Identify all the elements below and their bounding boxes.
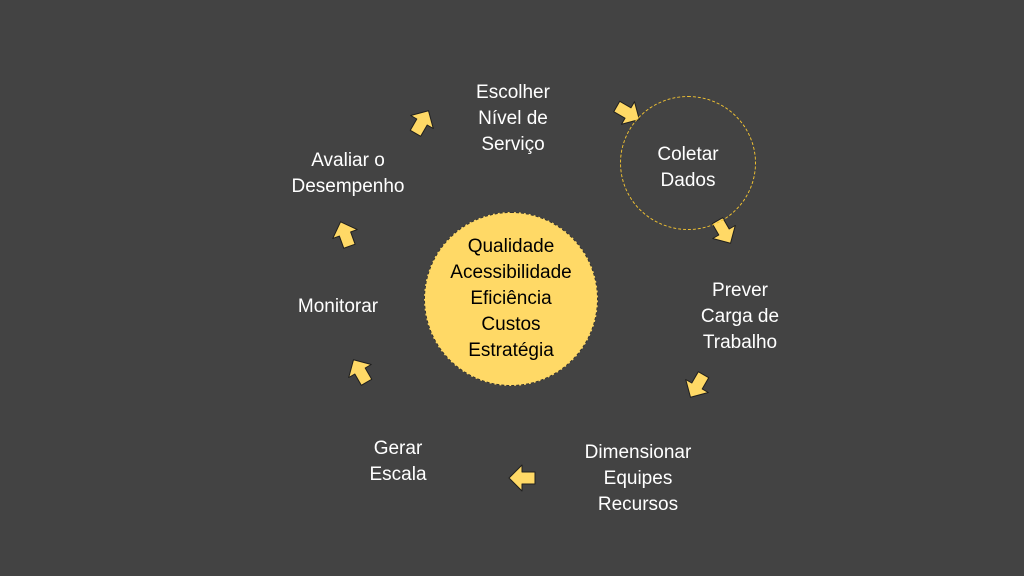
arrow-icon	[685, 371, 710, 398]
center-line: Eficiência	[470, 288, 552, 309]
arrow-icon	[711, 217, 736, 244]
center-line: Qualidade	[467, 236, 555, 257]
node-label: Trabalho	[702, 332, 778, 353]
arrow-icon	[613, 100, 640, 125]
node-label: Monitorar	[297, 296, 379, 317]
node-label: Carga de	[700, 306, 780, 327]
node-label: Recursos	[597, 494, 679, 515]
node-label: Nível de	[478, 108, 548, 129]
node-avaliar: Avaliar o Desempenho	[278, 148, 418, 200]
arrow-icon	[332, 221, 358, 249]
center-circle: Qualidade Acessibilidade Eficiência Cust…	[424, 212, 598, 386]
node-monitorar: Monitorar	[283, 294, 393, 320]
node-label: Dados	[660, 170, 716, 191]
node-coletar: Coletar Dados	[638, 142, 738, 194]
node-label: Escala	[369, 464, 427, 485]
center-line: Acessibilidade	[450, 262, 572, 283]
node-dimensionar: Dimensionar Equipes Recursos	[570, 440, 706, 518]
node-label: Coletar	[657, 144, 719, 165]
center-line: Estratégia	[468, 340, 554, 361]
center-line: Custos	[481, 314, 541, 335]
node-label: Dimensionar	[584, 442, 692, 463]
node-label: Avaliar o	[311, 150, 385, 171]
node-label: Gerar	[373, 438, 423, 459]
arrow-icon	[348, 359, 373, 386]
arrow-icon	[508, 464, 536, 492]
node-prever: Prever Carga de Trabalho	[680, 278, 800, 356]
arrow-icon	[409, 110, 434, 137]
node-label: Prever	[712, 280, 768, 301]
node-label: Escolher	[476, 82, 550, 103]
highlight-ring	[620, 96, 756, 230]
node-label: Serviço	[481, 134, 545, 155]
node-label: Equipes	[603, 468, 673, 489]
node-label: Desempenho	[291, 176, 405, 197]
node-gerar: Gerar Escala	[348, 436, 448, 488]
node-escolher: Escolher Nível de Serviço	[458, 80, 568, 158]
